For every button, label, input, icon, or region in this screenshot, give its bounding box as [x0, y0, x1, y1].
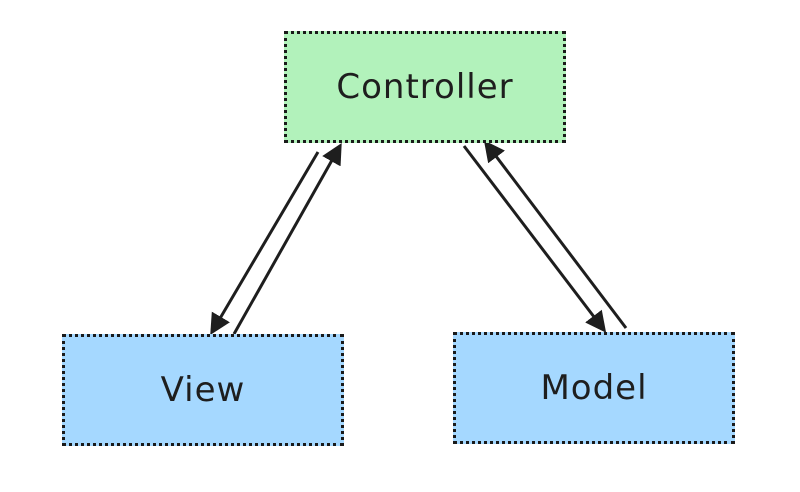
arrow-controller-to-model	[462, 145, 607, 333]
arrow-controller-to-view	[210, 151, 320, 336]
view-label: View	[160, 370, 246, 410]
view-node[interactable]: View	[62, 334, 344, 446]
arrow-model-to-controller	[483, 140, 628, 329]
controller-node[interactable]: Controller	[284, 31, 566, 143]
model-node[interactable]: Model	[453, 332, 735, 444]
arrow-view-to-controller	[232, 142, 342, 335]
model-label: Model	[540, 368, 648, 408]
controller-label: Controller	[336, 67, 514, 107]
